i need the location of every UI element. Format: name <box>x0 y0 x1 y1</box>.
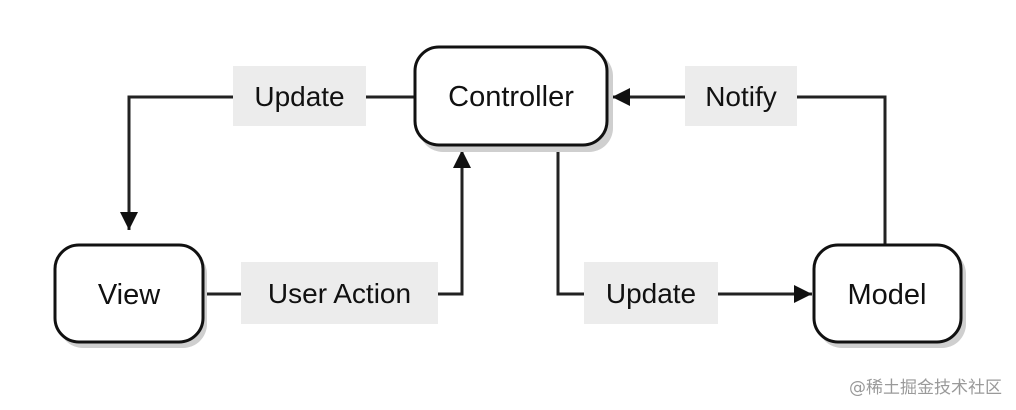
connector-line <box>556 145 812 303</box>
edge-model-to-controller: Notify <box>612 66 887 244</box>
edge-controller-to-view: Update <box>120 66 415 230</box>
edge-view-to-controller: User Action <box>203 150 471 324</box>
watermark-text: @稀土掘金技术社区 <box>849 378 1002 398</box>
node-controller: Controller <box>413 45 613 152</box>
node-box <box>53 243 205 344</box>
node-label-model: Model <box>848 279 927 311</box>
edge-label-user-action: User Action <box>268 278 411 309</box>
edge-label-background <box>584 262 718 324</box>
edge-label-background <box>233 66 366 126</box>
edge-label-notify: Notify <box>705 81 777 112</box>
edge-label-background <box>241 262 438 324</box>
node-view: View <box>53 243 207 348</box>
node-model: Model <box>812 243 966 348</box>
node-label-controller: Controller <box>448 81 574 113</box>
node-label-view: View <box>98 279 161 311</box>
edge-label-update-model: Update <box>606 278 696 309</box>
node-box <box>812 243 963 344</box>
edge-controller-to-model: Update <box>556 145 812 324</box>
edge-label-background <box>685 66 797 126</box>
edge-label-update-view: Update <box>254 81 344 112</box>
node-box <box>413 45 609 147</box>
